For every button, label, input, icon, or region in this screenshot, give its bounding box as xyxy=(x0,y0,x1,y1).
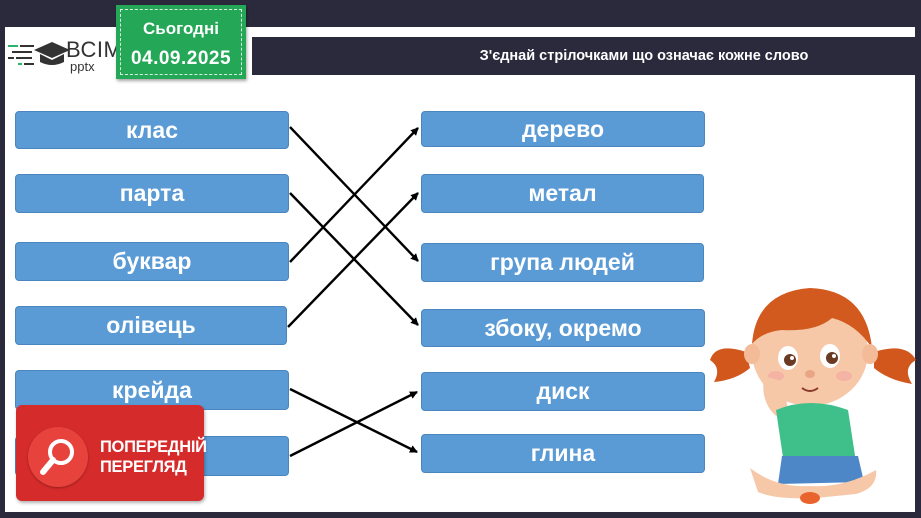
left-word-bukvar[interactable]: буквар xyxy=(15,242,289,281)
right-word-metal[interactable]: метал xyxy=(421,174,704,213)
left-word-olivets[interactable]: олівець xyxy=(15,306,287,345)
brand-sub: pptx xyxy=(70,59,95,74)
word-label: метал xyxy=(528,180,597,206)
magnifier-circle xyxy=(28,427,88,487)
task-title-bar: З'єднай стрілочками що означає кожне сло… xyxy=(252,37,916,75)
task-title: З'єднай стрілочками що означає кожне сло… xyxy=(479,48,809,64)
word-label: глина xyxy=(530,440,596,466)
preview-button[interactable]: ПОПЕРЕДНІЙ ПЕРЕГЛЯД xyxy=(16,405,207,501)
left-word-kreyda[interactable]: крейда xyxy=(15,370,289,410)
girl-thinking-illustration xyxy=(710,288,916,504)
right-word-grupa-lyudey[interactable]: група людей xyxy=(421,243,704,282)
arrow-olivets-to-metal xyxy=(287,192,419,328)
word-label: олівець xyxy=(106,312,196,338)
right-word-derevo[interactable]: дерево xyxy=(421,111,705,147)
brand-name: ВСІМ xyxy=(66,37,123,62)
left-word-parta[interactable]: парта xyxy=(15,174,289,213)
date-value: 04.09.2025 xyxy=(130,48,232,69)
today-label: Сьогодні xyxy=(143,19,219,38)
date-badge: Сьогодні 04.09.2025 xyxy=(116,5,246,79)
word-label: збоку, окремо xyxy=(484,314,642,341)
word-label: група людей xyxy=(490,249,635,275)
word-label: буквар xyxy=(112,248,192,274)
preview-line2: ПЕРЕГЛЯД xyxy=(100,458,187,476)
left-word-klas[interactable]: клас xyxy=(15,111,289,149)
word-label: крейда xyxy=(112,376,192,403)
magnifier-icon xyxy=(40,439,74,475)
right-word-hlyna[interactable]: глина xyxy=(421,434,705,473)
word-label: парта xyxy=(119,180,185,206)
arrow-kreyda-to-hlyna xyxy=(289,387,418,454)
arrow-bukvar-to-derevo xyxy=(289,127,419,263)
word-label: клас xyxy=(126,116,178,143)
arrow-hidden-to-dysk xyxy=(289,390,418,458)
word-label: дерево xyxy=(521,115,605,142)
right-word-zboku-okremo[interactable]: збоку, окремо xyxy=(421,309,705,347)
preview-line1: ПОПЕРЕДНІЙ xyxy=(100,438,207,456)
right-word-dysk[interactable]: диск xyxy=(421,372,705,411)
word-label: диск xyxy=(536,378,590,404)
graduation-cap-logo-icon xyxy=(8,42,70,65)
